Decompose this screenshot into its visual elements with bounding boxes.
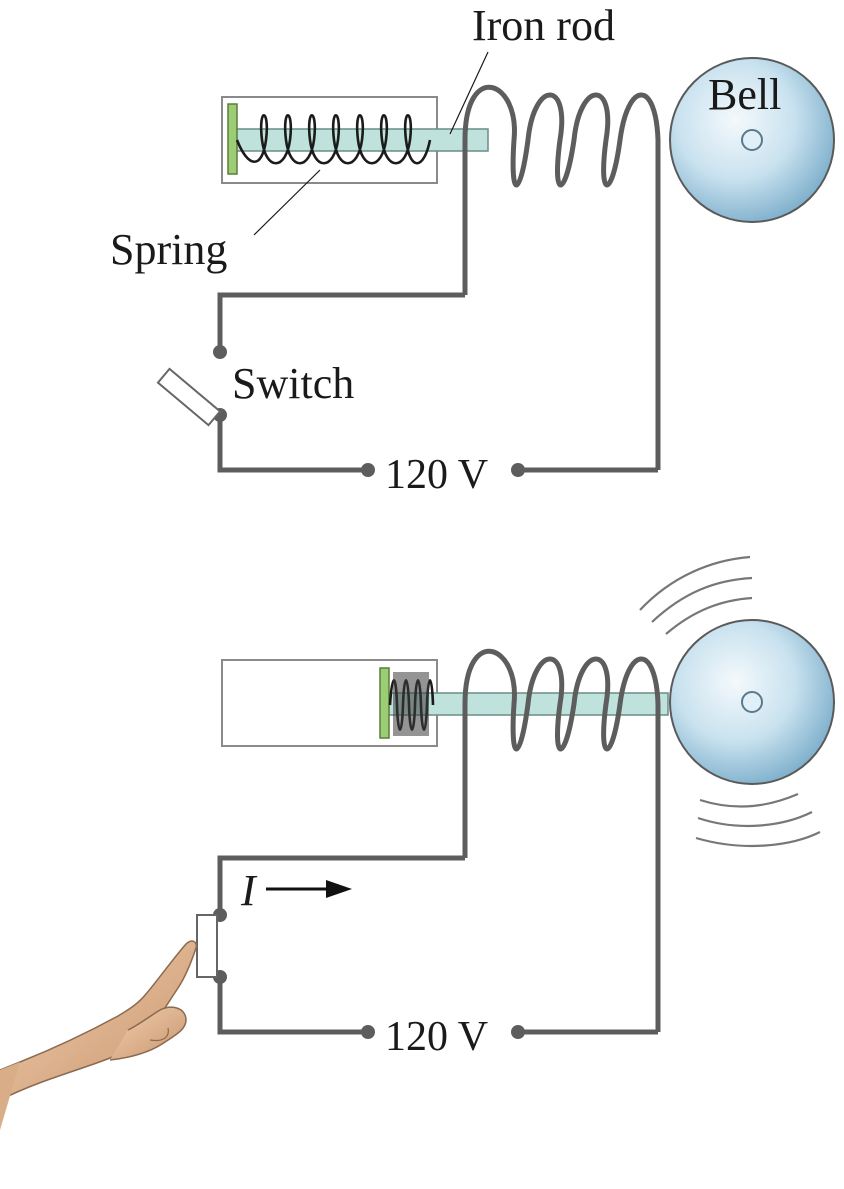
solenoid-coil: [462, 84, 661, 470]
bell-label: Bell: [708, 70, 781, 119]
hand-icon: [0, 940, 198, 1130]
compressed-spring: [388, 672, 435, 736]
terminal-right-top: [511, 463, 525, 477]
iron-rod-leader: [449, 51, 489, 135]
switch-lever[interactable]: [156, 367, 222, 427]
bottom-circuit: I 120 V: [0, 555, 835, 1130]
switch-button-pressed[interactable]: [196, 914, 218, 978]
terminal-right-bottom: [511, 1025, 525, 1039]
switch-label: Switch: [232, 359, 354, 408]
bell-icon: [669, 57, 835, 223]
terminal-left-top: [361, 463, 375, 477]
rod-end-plate: [227, 103, 238, 175]
spring-coils: [235, 114, 432, 165]
wire-top-left: [217, 292, 465, 352]
sound-waves-upper: [639, 555, 753, 635]
voltage-label-top: 120 V: [385, 452, 488, 498]
wire-bottom-left-bottom: [217, 977, 368, 1035]
voltage-label-bottom: 120 V: [385, 1014, 488, 1060]
wire-bottom-left: [217, 415, 368, 473]
sound-waves-lower: [695, 792, 821, 848]
spring-leader: [253, 169, 321, 236]
rod-end-plate-bottom: [379, 667, 390, 739]
iron-rod-label: Iron rod: [472, 1, 615, 50]
bell-icon: [669, 619, 835, 785]
arrow-right-icon: [266, 880, 352, 898]
terminal-left-bottom: [361, 1025, 375, 1039]
wire-top-left-bottom: [217, 855, 465, 915]
current-label: I: [240, 866, 258, 915]
spring-label: Spring: [110, 225, 227, 274]
top-circuit: Iron rod Bell Spring Switch 120 V: [110, 1, 835, 498]
solenoid-coil-bottom: [462, 648, 661, 1032]
switch-contact-top: [213, 345, 227, 359]
